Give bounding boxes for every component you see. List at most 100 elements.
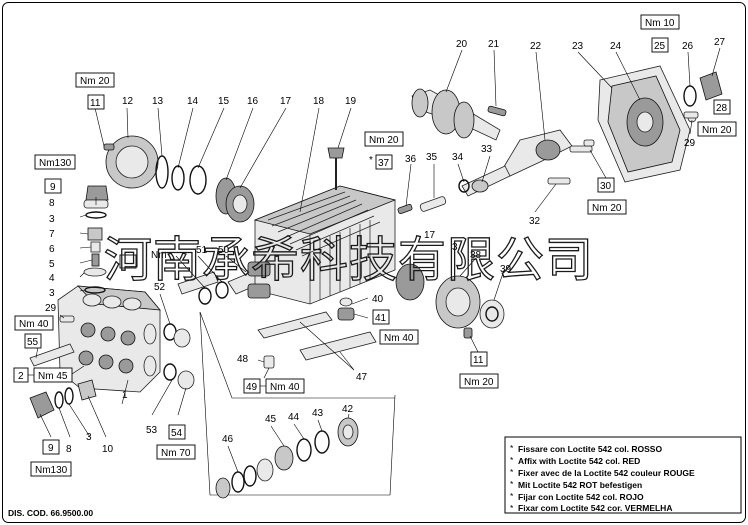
part-number-29: 29 — [45, 303, 57, 314]
part-number-6: 6 — [49, 244, 55, 255]
part-number-3: 3 — [49, 214, 55, 225]
rear-cover-drawing — [583, 65, 723, 183]
torque-label: Nm 10 — [645, 18, 675, 29]
part-number-40: 40 — [372, 294, 384, 305]
part-number-43: 43 — [312, 408, 324, 419]
torque-label: Nm 45 — [38, 371, 68, 382]
crankshaft-drawing — [397, 88, 593, 215]
part-number-fragment-3: 3 — [452, 242, 458, 253]
torque-label: Nm 70 — [161, 448, 191, 459]
legend-star: * — [510, 443, 514, 453]
part-number-12: 12 — [122, 96, 134, 107]
nm-fragment: Nm — [151, 250, 167, 261]
part-number-34: 34 — [452, 152, 464, 163]
torque-label: Nm130 — [39, 158, 72, 169]
watermark-text: 河南承希科技有限公司 — [104, 232, 594, 288]
part-number-17: 17 — [424, 230, 436, 241]
part-number-45: 45 — [265, 414, 277, 425]
side-cover-drawing — [257, 263, 505, 369]
part-number-11: 11 — [90, 98, 101, 109]
torque-label: Nm 20 — [369, 135, 399, 146]
part-number-41: 41 — [375, 313, 387, 324]
part-number-20: 20 — [456, 39, 468, 50]
boxed-labels: Nm130 9 Nm 20 11 Nm 40 55 2 Nm 45 9 Nm13… — [13, 14, 737, 477]
legend-line-it: Fissare con Loctite 542 col. ROSSO — [518, 444, 662, 454]
part-number-10: 10 — [102, 444, 114, 455]
loctite-star: * — [369, 155, 373, 166]
part-number-8: 8 — [49, 198, 55, 209]
torque-label: Nm 20 — [464, 377, 494, 388]
loctite-legend: * Fissare con Loctite 542 col. ROSSO * A… — [504, 436, 742, 514]
torque-label: Nm 20 — [592, 203, 622, 214]
part-number-46: 46 — [222, 434, 234, 445]
drawing-code: DIS. COD. 66.9500.00 — [8, 508, 93, 518]
leader-lines — [35, 47, 721, 473]
part-number-33: 33 — [481, 144, 493, 155]
part-number-53: 53 — [146, 425, 158, 436]
part-number-7: 7 — [49, 229, 55, 240]
part-number-9: 9 — [48, 443, 54, 454]
part-number-14: 14 — [187, 96, 199, 107]
part-number-39: 39 — [500, 264, 512, 275]
part-number-2: 2 — [18, 371, 24, 382]
torque-label: Nm 20 — [80, 76, 110, 87]
torque-label: Nm130 — [35, 465, 68, 476]
part-number-labels: 1 3 3 3 4 5 6 7 8 8 10 12 13 14 15 16 17… — [45, 37, 726, 455]
legend-star: * — [510, 467, 514, 477]
seal-kit-detail — [199, 311, 396, 499]
part-number-16: 16 — [247, 96, 259, 107]
torque-label: Nm 40 — [384, 333, 414, 344]
part-number-38: 38 — [470, 250, 482, 261]
part-number-55: 55 — [27, 337, 39, 348]
pump-head-drawing — [29, 185, 161, 419]
part-number-13: 13 — [152, 96, 164, 107]
part-number-26: 26 — [682, 41, 694, 52]
legend-line-fr: Fixer avec de la Loctite 542 couleur ROU… — [518, 468, 695, 478]
legend-line-es: Fijar con Loctite 542 col. ROJO — [518, 492, 644, 502]
legend-star: * — [510, 503, 514, 513]
part-number-30: 30 — [600, 181, 612, 192]
legend-star: * — [510, 491, 514, 501]
part-number-3: 3 — [86, 432, 92, 443]
part-number-47: 47 — [356, 372, 368, 383]
part-number-32: 32 — [529, 216, 541, 227]
part-number-11: 11 — [473, 355, 484, 366]
part-number-24: 24 — [610, 41, 622, 52]
part-number-49: 49 — [246, 382, 258, 393]
part-number-35: 35 — [426, 152, 438, 163]
part-number-3: 3 — [49, 288, 55, 299]
part-number-4: 4 — [49, 273, 55, 284]
part-number-36: 36 — [405, 154, 417, 165]
part-number-15: 15 — [218, 96, 230, 107]
torque-label: Nm 40 — [19, 319, 49, 330]
part-number-44: 44 — [288, 412, 300, 423]
torque-label: Nm 20 — [702, 125, 732, 136]
legend-star: * — [510, 455, 514, 465]
part-number-28: 28 — [716, 103, 728, 114]
part-number-54: 54 — [171, 428, 183, 439]
part-number-22: 22 — [530, 41, 542, 52]
part-number-27: 27 — [714, 37, 726, 48]
part-number-18: 18 — [313, 96, 325, 107]
part-number-37: 37 — [378, 158, 390, 169]
part-number-5: 5 — [49, 259, 55, 270]
crankcase-drawing — [247, 147, 397, 305]
part-number-17: 17 — [280, 96, 292, 107]
part-number-29: 29 — [684, 138, 696, 149]
part-number-1: 1 — [122, 390, 128, 401]
cover-and-bearing-drawing — [103, 135, 255, 223]
part-number-8: 8 — [66, 444, 72, 455]
part-number-19: 19 — [345, 96, 357, 107]
part-number-9: 9 — [50, 182, 56, 193]
torque-label: Nm 40 — [270, 382, 300, 393]
part-number-51: 51 — [196, 245, 208, 256]
part-number-52: 52 — [154, 282, 166, 293]
legend-line-pt: Fixar com Loctite 542 cor. VERMELHA — [518, 503, 672, 513]
part-number-23: 23 — [572, 41, 584, 52]
legend-line-de: Mit Loctite 542 ROT befestigen — [518, 480, 642, 490]
legend-star: * — [510, 479, 514, 489]
part-number-42: 42 — [342, 404, 354, 415]
part-number-48: 48 — [237, 354, 249, 365]
